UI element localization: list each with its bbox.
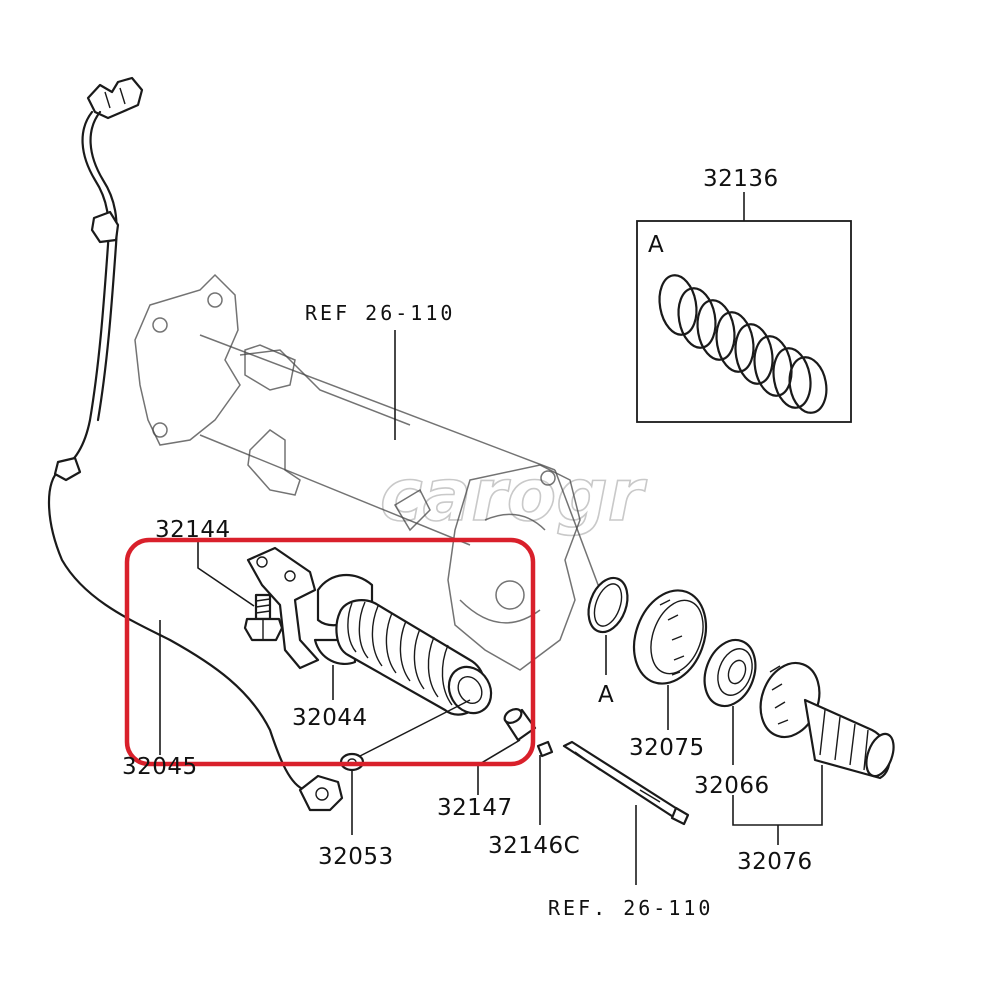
- ref-label-top: REF 26-110: [305, 301, 455, 325]
- label-32147: 32147: [437, 795, 513, 821]
- label-32044: 32044: [292, 705, 368, 731]
- sensor-wire-harness: [47, 76, 344, 812]
- label-32076: 32076: [737, 849, 813, 875]
- shift-rod: [562, 740, 690, 826]
- sleeve-32075: [632, 589, 708, 685]
- bolt-32144-leader: [197, 540, 255, 607]
- transmission-housing: [134, 273, 601, 671]
- highlight-box: [124, 537, 536, 767]
- spring-32136: [658, 274, 828, 414]
- pin-leader: [477, 739, 521, 795]
- watermark-text: carogr: [380, 453, 648, 537]
- label-32053: 32053: [318, 844, 394, 870]
- label-32075: 32075: [629, 735, 705, 761]
- snap-ring: [587, 576, 629, 634]
- label-32144: 32144: [155, 517, 231, 543]
- view-a-marker: A: [598, 682, 614, 708]
- bearing-32066: [703, 638, 757, 708]
- label-32146c: 32146C: [488, 833, 580, 859]
- slave-cylinder: [246, 546, 493, 716]
- label-32136: 32136: [703, 166, 779, 192]
- label-32066: 32066: [694, 773, 770, 799]
- pin-32147: [503, 708, 537, 742]
- ref-label-bottom: REF. 26-110: [548, 896, 713, 920]
- bolt-32144: [243, 593, 284, 642]
- view-a-box-label: A: [648, 232, 664, 258]
- pin-32146c: [536, 740, 554, 758]
- detail-view-box: A: [636, 220, 852, 423]
- label-32045: 32045: [122, 754, 198, 780]
- output-shaft-32076: [759, 661, 895, 780]
